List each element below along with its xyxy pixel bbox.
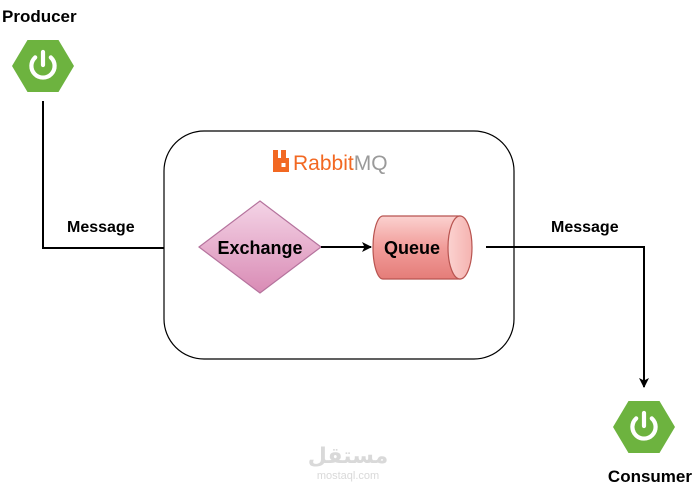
producer-to-exchange-arrow [42, 101, 193, 253]
rabbitmq-broker-container [163, 130, 515, 360]
producer-message-label: Message [67, 219, 135, 236]
producer-spring-icon [12, 40, 74, 92]
rabbitmq-brand-suffix: MQ [354, 152, 388, 175]
rabbitmq-brand-text: RabbitMQ [293, 152, 388, 175]
consumer-spring-icon [613, 401, 675, 453]
consumer-label: Consumer [608, 467, 692, 486]
rabbitmq-logo-icon [273, 150, 289, 172]
exchange-label: Exchange [217, 238, 302, 258]
watermark-latin: mostaql.com [317, 470, 379, 482]
consumer-message-label: Message [551, 219, 619, 236]
queue-node [372, 215, 473, 280]
exchange-node [198, 200, 322, 294]
queue-to-consumer-arrow [486, 246, 649, 388]
watermark-arabic: مستقل [308, 444, 388, 469]
producer-label: Producer [2, 7, 77, 26]
queue-label: Queue [384, 238, 440, 258]
rabbitmq-brand-prefix: Rabbit [293, 152, 354, 175]
